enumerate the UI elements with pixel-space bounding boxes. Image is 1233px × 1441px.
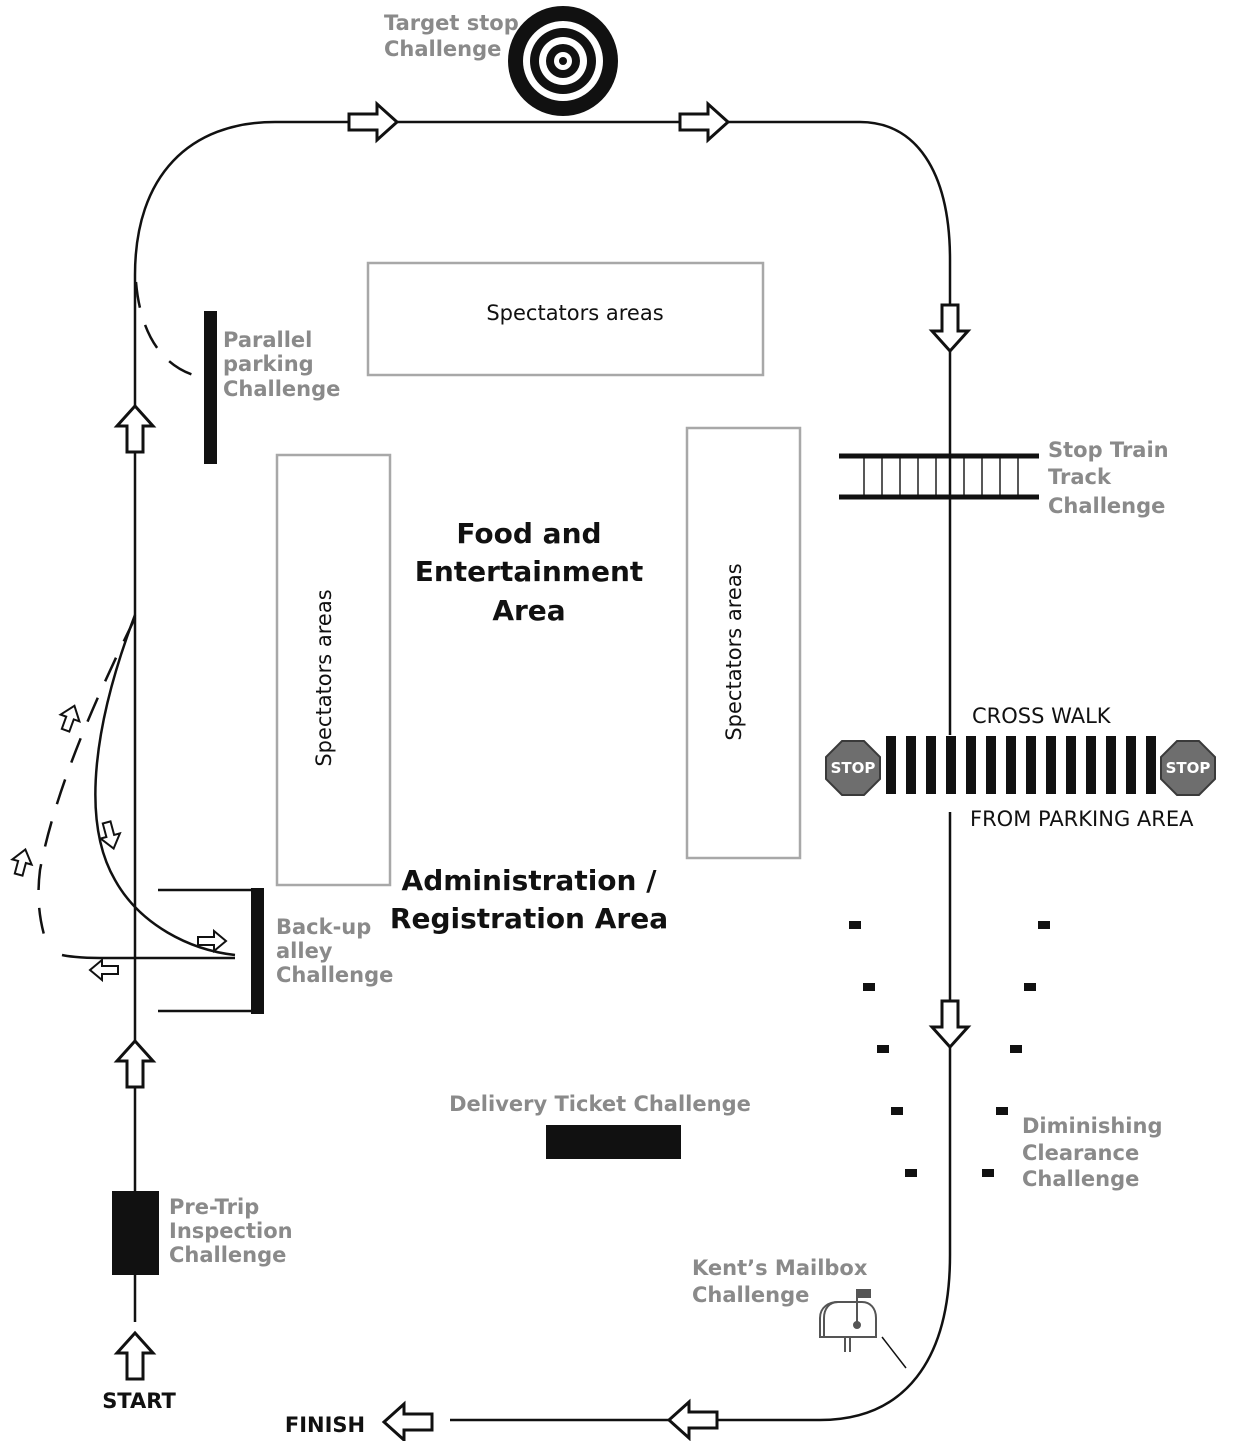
spectators-area-top <box>366 261 765 377</box>
pre-trip-block <box>112 1191 159 1275</box>
direction-arrow-icon <box>928 999 972 1050</box>
clearance-cones <box>849 921 1050 1177</box>
parallel-parking-label-2: parking <box>223 352 314 376</box>
from-parking-label: FROM PARKING AREA <box>970 807 1194 831</box>
spectators-area-left-label: Spectators areas <box>312 589 336 766</box>
direction-arrow-icon <box>666 1398 719 1441</box>
spectators-area-top-label: Spectators areas <box>486 301 663 325</box>
pre-trip-label-1: Pre-Trip <box>169 1195 259 1219</box>
direction-arrow-icon <box>58 704 81 733</box>
cross-walk-label: CROSS WALK <box>972 704 1112 728</box>
mailbox-label-2: Challenge <box>692 1283 809 1307</box>
diminishing-label-1: Diminishing <box>1022 1114 1163 1138</box>
direction-arrow-icon <box>928 303 972 354</box>
admin-area-label-1: Administration / <box>402 864 658 897</box>
food-area-label-1: Food and <box>456 517 601 550</box>
direction-arrow-icon <box>197 928 228 954</box>
backup-alley-label-1: Back-up <box>276 915 371 939</box>
direction-arrow-icon <box>10 847 34 877</box>
backup-exit-dashed-path <box>37 617 137 949</box>
backup-alley-label-2: alley <box>276 939 333 963</box>
stop-sign-text: STOP <box>1166 759 1211 777</box>
target-stop-label-2: Challenge <box>384 37 501 61</box>
train-track <box>839 453 1039 500</box>
stop-sign-icon: STOP <box>1160 740 1216 796</box>
crosswalk-stripes <box>886 736 1156 794</box>
backup-entry-path <box>94 614 236 957</box>
stop-train-label-2: Track <box>1048 465 1112 489</box>
spectators-area-right <box>685 426 802 860</box>
backup-alley-label-3: Challenge <box>276 963 393 987</box>
mailbox-label-1: Kent’s Mailbox <box>692 1256 868 1280</box>
backup-alley-bar <box>251 888 264 1014</box>
start-label: START <box>102 1389 176 1413</box>
course-route-east-lower <box>450 812 952 1422</box>
delivery-ticket-block <box>546 1125 681 1159</box>
direction-arrow-icon <box>88 957 119 983</box>
finish-label: FINISH <box>285 1413 365 1437</box>
spectators-area-left <box>275 453 392 887</box>
course-route <box>133 120 952 1322</box>
food-area-label-3: Area <box>492 594 565 627</box>
parallel-parking-label-1: Parallel <box>223 328 312 352</box>
diminishing-label-3: Challenge <box>1022 1167 1139 1191</box>
backup-exit-path <box>61 953 235 960</box>
parallel-parking-label-3: Challenge <box>223 377 340 401</box>
food-area-label-2: Entertainment <box>415 555 644 588</box>
direction-arrow-icon <box>98 820 122 851</box>
diminishing-label-2: Clearance <box>1022 1141 1139 1165</box>
admin-area-label-2: Registration Area <box>390 902 668 935</box>
direction-arrow-icon <box>678 100 731 144</box>
stop-train-label-1: Stop Train <box>1048 438 1169 462</box>
target-icon <box>508 6 618 116</box>
direction-arrow-icon <box>347 100 400 144</box>
mailbox-icon <box>819 1289 877 1352</box>
stop-sign-icon: STOP <box>825 740 881 796</box>
spectators-area-right-label: Spectators areas <box>722 563 746 740</box>
mailbox-pointer <box>881 1336 907 1369</box>
parallel-parking-bar <box>204 311 217 464</box>
target-stop-label-1: Target stop <box>384 11 519 35</box>
stop-train-label-3: Challenge <box>1048 494 1165 518</box>
direction-arrow-icon <box>113 403 157 454</box>
pre-trip-label-2: Inspection <box>169 1219 293 1243</box>
pre-trip-label-3: Challenge <box>169 1243 286 1267</box>
direction-arrow-icon <box>381 1400 434 1441</box>
stop-sign-text: STOP <box>831 759 876 777</box>
parallel-parking-dashed-path <box>134 281 206 380</box>
direction-arrow-icon <box>113 1038 157 1089</box>
delivery-ticket-label: Delivery Ticket Challenge <box>449 1092 751 1116</box>
direction-arrow-icon <box>113 1330 157 1381</box>
